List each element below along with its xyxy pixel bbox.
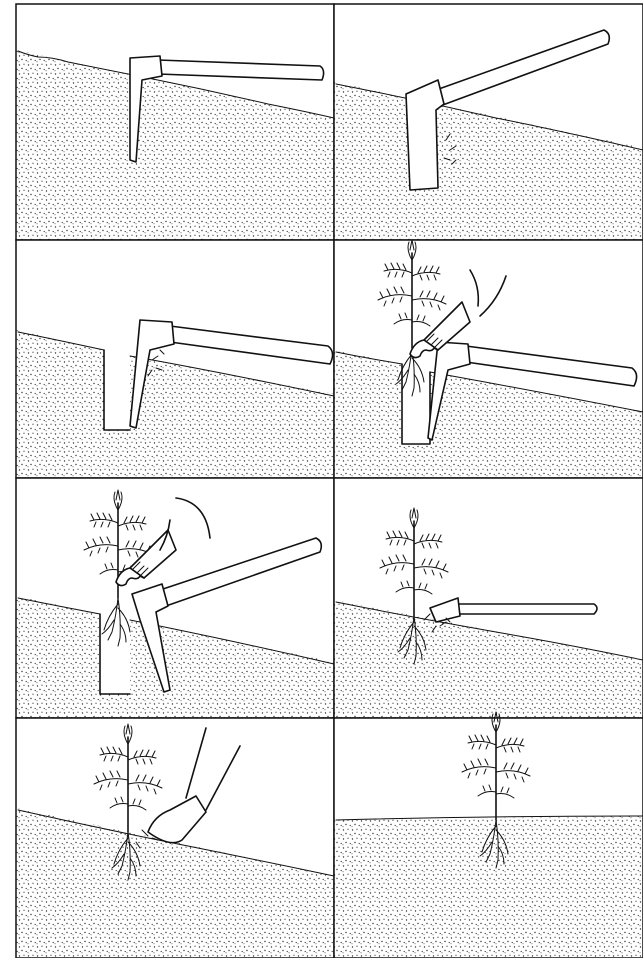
- panel-3: [16, 240, 334, 478]
- panel-8: [334, 712, 643, 958]
- panel-1: [16, 4, 334, 240]
- panel-4: [334, 240, 643, 478]
- mattock-handle-6: [456, 604, 597, 614]
- panel-6: [334, 478, 643, 718]
- panel-5: [16, 478, 334, 718]
- panel-2: [334, 4, 643, 240]
- panel-7: [16, 718, 334, 958]
